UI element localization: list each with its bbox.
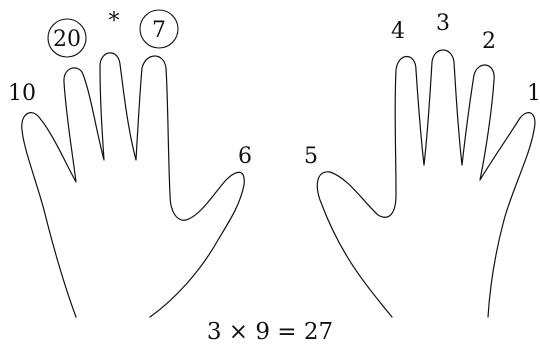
left-ring-label: 20: [53, 27, 81, 52]
left-thumb-label: 6: [238, 144, 252, 169]
left-hand-labels: 10 20 * 7 6: [8, 9, 252, 169]
right-hand: [316, 49, 536, 318]
left-ring-circle: [47, 18, 87, 58]
right-index-label: 4: [391, 19, 405, 44]
right-hand-outline: [316, 49, 536, 318]
left-middle-label: 7: [152, 18, 166, 43]
left-pinky-label: 10: [8, 81, 36, 106]
left-gap-marker: *: [109, 9, 120, 34]
left-hand: [21, 52, 245, 318]
left-hand-outline: [21, 52, 245, 318]
left-middle-circle: [139, 9, 179, 49]
equation-label: 3 × 9 = 27: [207, 319, 333, 345]
right-ring-label: 2: [482, 29, 496, 54]
right-middle-label: 3: [436, 11, 450, 36]
right-pinky-label: 1: [527, 81, 540, 106]
right-hand-labels: 5 4 3 2 1: [304, 11, 540, 169]
right-thumb-label: 5: [304, 144, 318, 169]
